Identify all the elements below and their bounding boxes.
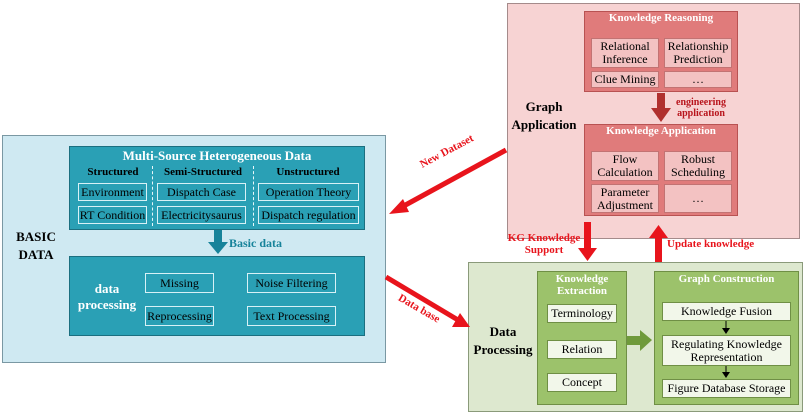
- knowledge-fusion-cell: Knowledge Fusion: [662, 302, 791, 321]
- engineering-application-label: engineering application: [676, 97, 726, 119]
- clue-mining-cell: Clue Mining: [591, 71, 659, 88]
- terminology-cell: Terminology: [547, 304, 617, 323]
- relation-cell: Relation: [547, 340, 617, 359]
- text-processing-cell: Text Processing: [247, 306, 336, 326]
- fusion-to-representation-arrow: [722, 321, 730, 334]
- dispatch-case-cell: Dispatch Case: [157, 183, 246, 201]
- data-processing-label: data processing: [77, 281, 137, 312]
- parameter-adjustment-cell: Parameter Adjustment: [591, 184, 659, 213]
- col-structured: Structured: [87, 166, 139, 178]
- regulating-knowledge-representation-cell: Regulating Knowledge Representation: [662, 335, 791, 366]
- relational-inference-cell: Relational Inference: [591, 38, 659, 68]
- noise-filtering-cell: Noise Filtering: [247, 273, 336, 293]
- graph-construction-title: Graph Construction: [678, 273, 775, 285]
- new-dataset-arrow: [389, 147, 508, 214]
- extraction-to-construction-arrow: [627, 330, 652, 351]
- relationship-prediction-cell: Relationship Prediction: [664, 38, 732, 68]
- robust-scheduling-cell: Robust Scheduling: [664, 151, 732, 181]
- reasoning-more-cell: …: [664, 71, 732, 88]
- missing-cell: Missing: [145, 273, 214, 293]
- col-semi-structured: Semi-Structured: [163, 166, 242, 178]
- flow-calculation-cell: Flow Calculation: [591, 151, 659, 181]
- data-base-arrow: [384, 274, 470, 327]
- mshd-title: Multi-Source Heterogeneous Data: [122, 148, 312, 163]
- graph-application-title: Graph Application: [511, 99, 577, 132]
- environment-cell: Environment: [78, 183, 147, 201]
- operation-theory-cell: Operation Theory: [258, 183, 359, 201]
- basic-data-arrow-label: Basic data: [229, 236, 283, 250]
- dispatch-regulation-cell: Dispatch regulation: [258, 206, 359, 224]
- basic-data-arrow: [208, 230, 228, 254]
- col-unstructured: Unstructured: [276, 166, 340, 178]
- data-processing-title: Data Processing: [473, 324, 533, 357]
- kg-support-label: KG Knowledge Support: [507, 232, 581, 256]
- knowledge-extraction-title: Knowledge Extraction: [555, 273, 609, 297]
- representation-to-storage-arrow: [722, 366, 730, 378]
- update-knowledge-label: Update knowledge: [667, 238, 755, 250]
- figure-database-storage-cell: Figure Database Storage: [662, 379, 791, 398]
- kg-support-arrow: [578, 222, 597, 261]
- electricitysaurus-cell: Electricitysaurus: [157, 206, 246, 224]
- update-knowledge-arrow: [649, 225, 668, 262]
- application-more-cell: …: [664, 184, 732, 213]
- concept-cell: Concept: [547, 373, 617, 392]
- rt-condition-cell: RT Condition: [78, 206, 147, 224]
- reprocessing-cell: Reprocessing: [145, 306, 214, 326]
- engineering-arrow: [651, 93, 671, 122]
- knowledge-application-title: Knowledge Application: [606, 125, 716, 137]
- separator-1: [152, 166, 153, 226]
- knowledge-reasoning-title: Knowledge Reasoning: [608, 12, 714, 24]
- basic-data-title: BASIC DATA: [16, 229, 56, 262]
- separator-2: [253, 166, 254, 226]
